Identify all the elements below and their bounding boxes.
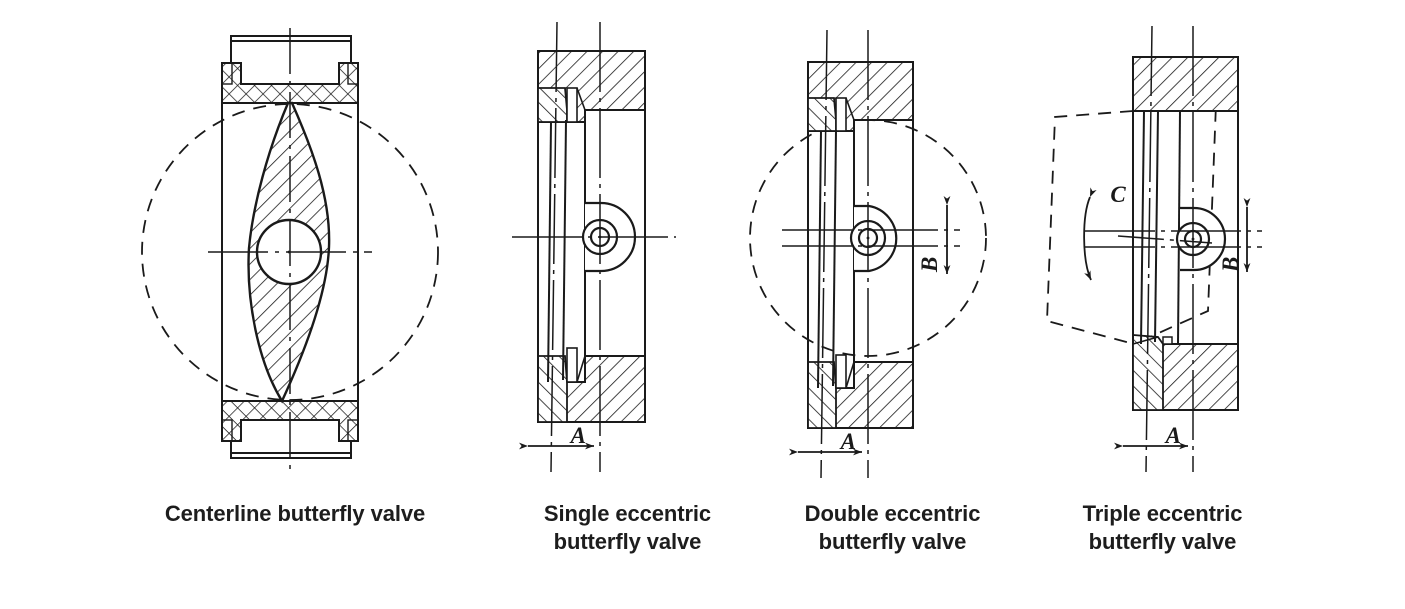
lower-body-flange [807,354,914,429]
dimension-a: A [1114,423,1188,450]
lower-body-flange [537,347,646,423]
centerline-axes [208,28,372,470]
dimension-c-angle: C [1083,182,1126,281]
bottom-elastomer-liner [221,400,359,442]
valve-body-walls [1132,111,1239,344]
valve-disc-plate [1140,110,1181,345]
panel-triple-eccentric-butterfly-valve: C B A [1046,25,1262,473]
shaft-hub-boss [849,204,898,273]
panel-centerline-butterfly-valve [141,28,439,470]
dimension-c-label: C [1110,182,1126,207]
dimension-a-label: A [569,423,586,448]
dimension-b: B [917,196,951,274]
centerline-axes [512,21,676,473]
valve-body-walls [807,120,914,388]
dimension-b-label: B [917,257,942,273]
disc-seal-plane-centerline [1145,25,1153,473]
dimension-a-label: A [1164,423,1181,448]
top-elastomer-liner [221,62,359,104]
centerline-axes [782,29,960,479]
dimension-b: B [1218,198,1251,273]
panel-single-eccentric-butterfly-valve: A [512,21,676,473]
bottom-shaft-cover-outline [230,420,352,459]
upper-body-flange [807,61,914,132]
dimension-a: A [789,429,862,456]
inclined-seat-cone-dashed-outline [1046,103,1217,345]
upper-body-flange [1132,56,1239,112]
panel-double-eccentric-butterfly-valve: B A [749,29,987,479]
disc-seal-plane-centerline [550,21,558,473]
inclined-cone-axis-centerline [1117,235,1213,244]
dimension-a-label: A [839,429,856,454]
dimension-a: A [519,423,594,450]
disc-seal-plane-centerline [820,29,828,479]
valve-body-walls [537,110,646,382]
dimension-b-label: B [1218,257,1243,273]
top-bonnet-outline [230,35,352,84]
centerline-axes [1085,25,1262,473]
upper-body-flange [537,50,646,123]
lower-body-flange [1132,334,1239,411]
